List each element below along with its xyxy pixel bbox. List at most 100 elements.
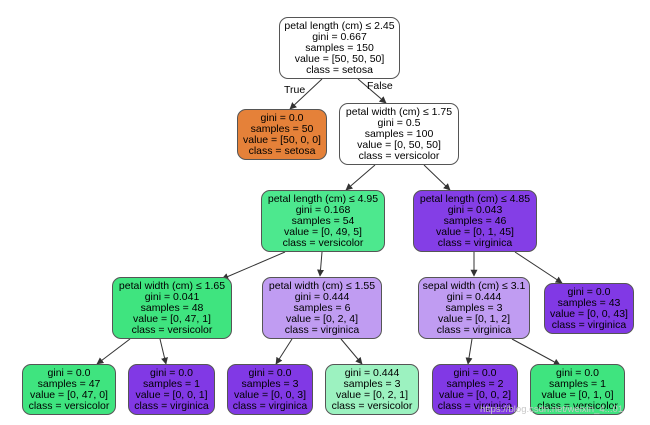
edge-n5-n9 xyxy=(96,338,131,365)
edge-n6-n12 xyxy=(340,338,363,365)
node-petal-width-1-55: petal width (cm) ≤ 1.55 gini = 0.444 sam… xyxy=(262,277,382,339)
node-n5-gini: gini = 0.041 xyxy=(144,290,200,303)
edge-n0-n1 xyxy=(289,78,323,110)
node-n1-class: class = setosa xyxy=(248,144,316,157)
node-n10-gini: gini = 0.0 xyxy=(150,366,193,379)
node-n11-class: class = virginica xyxy=(232,399,308,412)
edges xyxy=(96,78,563,366)
node-n8-class: class = virginica xyxy=(551,318,627,331)
node-petal-length-4-85: petal length (cm) ≤ 4.85 gini = 0.043 sa… xyxy=(413,190,537,252)
node-n13-samples: samples = 2 xyxy=(446,377,504,390)
node-n9-value: value = [0, 47, 0] xyxy=(30,388,108,401)
edge-n6-n11 xyxy=(275,338,293,365)
node-petal-width-1-75: petal width (cm) ≤ 1.75 gini = 0.5 sampl… xyxy=(339,103,459,165)
node-n1-samples: samples = 50 xyxy=(250,122,314,135)
node-n4-class: class = virginica xyxy=(437,236,513,249)
edge-n2-n3 xyxy=(345,164,376,191)
edge-label-false: False xyxy=(367,80,393,92)
node-n10-class: class = virginica xyxy=(134,399,209,412)
edge-n5-n10 xyxy=(159,338,168,365)
node-n8-value: value = [0, 0, 43] xyxy=(550,307,628,320)
node-n5-samples: samples = 48 xyxy=(140,301,204,314)
node-n4-gini: gini = 0.043 xyxy=(447,203,503,216)
node-n4-samples: samples = 46 xyxy=(443,214,507,227)
node-n14-value: value = [0, 1, 0] xyxy=(541,388,614,401)
node-n7-value: value = [0, 1, 2] xyxy=(437,312,511,325)
node-n3-gini: gini = 0.168 xyxy=(295,203,351,216)
node-n13-class: class = virginica xyxy=(437,399,513,412)
node-n2-value: value = [0, 50, 50] xyxy=(357,138,441,151)
node-n1-gini: gini = 0.0 xyxy=(260,111,304,124)
node-n9-gini: gini = 0.0 xyxy=(47,366,91,379)
node-n3-samples: samples = 54 xyxy=(291,214,355,227)
node-n2-samples: samples = 100 xyxy=(364,127,434,140)
node-n7-samples: samples = 3 xyxy=(445,301,503,314)
edge-n3-n5 xyxy=(221,251,286,280)
edge-n4-n8 xyxy=(514,251,563,284)
node-leaf-setosa: gini = 0.0 samples = 50 value = [50, 0, … xyxy=(237,109,327,160)
node-n8-samples: samples = 43 xyxy=(557,296,621,309)
node-n13-gini: gini = 0.0 xyxy=(453,366,497,379)
node-root-class: class = setosa xyxy=(306,63,373,76)
node-n7-gini: gini = 0.444 xyxy=(446,290,502,303)
edge-label-true: True xyxy=(284,84,306,96)
node-n6-samples: samples = 6 xyxy=(293,301,351,314)
node-n2-class: class = versicolor xyxy=(358,149,440,162)
node-leaf-virginica-2: gini = 0.0 samples = 2 value = [0, 0, 2]… xyxy=(432,364,518,415)
node-n2-gini: gini = 0.5 xyxy=(377,116,421,129)
node-n5-value: value = [0, 47, 1] xyxy=(133,312,211,325)
node-root-samples: samples = 150 xyxy=(305,41,374,54)
node-n14-samples: samples = 1 xyxy=(549,377,606,390)
node-root: petal length (cm) ≤ 2.45 gini = 0.667 sa… xyxy=(279,17,400,79)
node-leaf-virginica-3: gini = 0.0 samples = 3 value = [0, 0, 3]… xyxy=(227,364,313,415)
node-leaf-versicolor-47: gini = 0.0 samples = 47 value = [0, 47, … xyxy=(22,364,116,415)
watermark-text: https://blog.csdn.net/weixin_4...01 xyxy=(480,404,624,415)
node-n12-gini: gini = 0.444 xyxy=(344,366,400,379)
node-n11-gini: gini = 0.0 xyxy=(248,366,292,379)
edge-n0-n2 xyxy=(357,78,387,104)
node-n4-split: petal length (cm) ≤ 4.85 xyxy=(419,192,531,205)
node-root-value: value = [50, 50, 50] xyxy=(294,52,385,65)
node-n12-class: class = versicolor xyxy=(331,399,413,412)
node-n6-gini: gini = 0.444 xyxy=(294,290,350,303)
edge-n3-n6 xyxy=(317,251,325,277)
node-leaf-versicolor-1: gini = 0.0 samples = 1 value = [0, 1, 0]… xyxy=(530,364,625,415)
node-sepal-width-3-1: sepal width (cm) ≤ 3.1 gini = 0.444 samp… xyxy=(418,277,530,339)
node-n2-split: petal width (cm) ≤ 1.75 xyxy=(345,105,453,118)
node-n6-split: petal width (cm) ≤ 1.55 xyxy=(268,279,376,292)
edge-n7-n13 xyxy=(465,338,473,365)
node-n3-class: class = versicolor xyxy=(282,236,364,249)
node-n5-split: petal width (cm) ≤ 1.65 xyxy=(118,279,226,292)
node-n8-gini: gini = 0.0 xyxy=(567,285,611,298)
node-n5-class: class = versicolor xyxy=(131,323,213,336)
node-n7-class: class = virginica xyxy=(436,323,512,336)
node-n10-samples: samples = 1 xyxy=(143,377,200,390)
node-n12-value: value = [0, 2, 1] xyxy=(335,388,409,401)
node-n10-value: value = [0, 0, 1] xyxy=(135,388,208,401)
node-n14-gini: gini = 0.0 xyxy=(556,366,599,379)
node-n12-samples: samples = 3 xyxy=(343,377,401,390)
node-root-split: petal length (cm) ≤ 2.45 xyxy=(284,19,395,32)
node-n6-class: class = virginica xyxy=(284,323,360,336)
node-n3-value: value = [0, 49, 5] xyxy=(284,225,362,238)
node-n11-samples: samples = 3 xyxy=(241,377,299,390)
node-n7-split: sepal width (cm) ≤ 3.1 xyxy=(422,279,526,292)
node-leaf-virginica-43: gini = 0.0 samples = 43 value = [0, 0, 4… xyxy=(544,283,634,334)
node-leaf-versicolor-3: gini = 0.444 samples = 3 value = [0, 2, … xyxy=(325,364,419,415)
node-n3-split: petal length (cm) ≤ 4.95 xyxy=(267,192,379,205)
edge-n2-n4 xyxy=(423,164,451,191)
node-leaf-virginica-1a: gini = 0.0 samples = 1 value = [0, 0, 1]… xyxy=(128,364,215,415)
node-n9-class: class = versicolor xyxy=(28,399,110,412)
node-root-gini: gini = 0.667 xyxy=(312,30,367,43)
node-n13-value: value = [0, 0, 2] xyxy=(438,388,512,401)
node-petal-length-4-95: petal length (cm) ≤ 4.95 gini = 0.168 sa… xyxy=(261,190,385,252)
node-petal-width-1-65: petal width (cm) ≤ 1.65 gini = 0.041 sam… xyxy=(112,277,232,339)
node-n4-value: value = [0, 1, 45] xyxy=(436,225,514,238)
node-n1-value: value = [50, 0, 0] xyxy=(243,133,321,146)
edge-n7-n14 xyxy=(511,338,561,366)
node-n6-value: value = [0, 2, 4] xyxy=(285,312,359,325)
node-n9-samples: samples = 47 xyxy=(37,377,101,390)
node-n14-class: class = versicolor xyxy=(537,399,618,412)
node-n11-value: value = [0, 0, 3] xyxy=(233,388,307,401)
